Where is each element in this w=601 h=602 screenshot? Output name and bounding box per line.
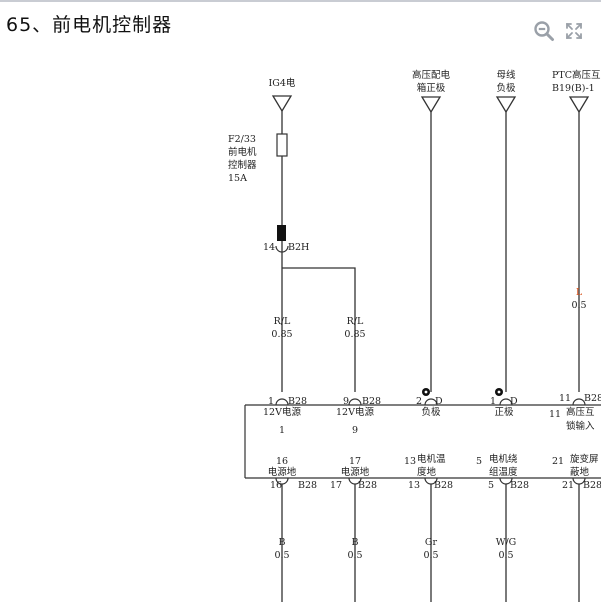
connector-b2h-pin: 14 <box>263 242 275 253</box>
top-border <box>0 0 601 2</box>
zoom-out-button[interactable] <box>533 20 555 42</box>
pin-connector: B28 <box>434 480 453 491</box>
pin-number: 16 <box>270 480 282 491</box>
source-busbar-line2: 负极 <box>496 82 516 94</box>
pin-function: 负极 <box>421 406 441 418</box>
pin-number: 21 <box>562 480 574 491</box>
pin-function: 锁输入 <box>566 420 595 432</box>
pin-number: 17 <box>330 480 342 491</box>
source-symbol-ptc <box>568 96 590 114</box>
pin-connector: D <box>435 396 443 407</box>
pin-function: 旋变屏 <box>570 453 599 465</box>
wire-branch <box>282 267 356 392</box>
pin-function: 蔽地 <box>570 466 590 478</box>
pin-connector: B28 <box>583 480 601 491</box>
source-symbol-ig4 <box>271 95 293 113</box>
pin-number: 1 <box>268 396 274 407</box>
pin-number: 2 <box>416 396 422 407</box>
pin-index: 9 <box>352 425 358 436</box>
pin-connector: B28 <box>510 480 529 491</box>
pin-function: 度地 <box>417 466 437 478</box>
hv-terminal-mark <box>422 388 503 396</box>
wire-size-label: 0.5 <box>498 550 513 561</box>
fuse-symbol <box>276 133 288 157</box>
pin-function: 正极 <box>494 406 514 418</box>
pin-number: 13 <box>408 480 420 491</box>
source-ptc-line1: PTC高压互 <box>552 69 601 81</box>
pin-function: 高压互 <box>566 406 595 418</box>
connector-b2h-block <box>277 225 286 241</box>
pin-index: 16 <box>276 456 288 467</box>
wire-color-label: B <box>352 537 359 548</box>
pin-index: 5 <box>476 456 482 467</box>
source-symbol-busbar <box>495 96 517 114</box>
source-ig4: IG4电 <box>269 77 296 89</box>
pin-number: 1 <box>490 396 496 407</box>
wire-size-label: 0.5 <box>274 550 289 561</box>
pin-function: 电机温 <box>417 453 446 465</box>
source-symbol-hv-dist <box>420 96 442 114</box>
pin-number: 11 <box>559 393 571 404</box>
pin-function: 12V电源 <box>336 406 374 418</box>
fullscreen-icon <box>566 23 582 39</box>
pin-number: 9 <box>343 396 349 407</box>
pin-connector: D <box>510 396 518 407</box>
zoom-out-icon <box>534 21 554 41</box>
pin-function: 电源地 <box>341 466 370 478</box>
wire-color-label: W/G <box>496 537 517 548</box>
pin-index: 13 <box>404 456 416 467</box>
wire-size-label: 0.5 <box>347 550 362 561</box>
fuse-desc-line2: 控制器 <box>228 159 257 171</box>
pin-index: 21 <box>552 456 564 467</box>
pin-function: 12V电源 <box>263 406 301 418</box>
pin-function: 电源地 <box>268 466 297 478</box>
source-hv-dist-line1: 高压配电 <box>412 69 451 81</box>
pin-index: 1 <box>279 425 285 436</box>
pin-connector: B28 <box>362 396 381 407</box>
connector-b2h-name: B2H <box>288 242 309 253</box>
wire-color-label: R/L <box>347 316 364 327</box>
fuse-rating: 15A <box>228 173 247 184</box>
pin-connector: B28 <box>358 480 377 491</box>
pin-index: 17 <box>349 456 361 467</box>
source-ptc-line2: B19(B)-1 <box>552 83 595 94</box>
page-title: 65、前电机控制器 <box>6 14 173 36</box>
wire-color-label: B <box>279 537 286 548</box>
wire-size-label: 0.85 <box>344 329 365 340</box>
fullscreen-button[interactable] <box>563 20 585 42</box>
pin-connector: B28 <box>288 396 307 407</box>
fuse-desc-line1: 前电机 <box>228 146 257 158</box>
pin-connector: B28 <box>298 480 317 491</box>
connector-b2h-arc <box>275 245 289 253</box>
wire-color-label: R/L <box>274 316 291 327</box>
wire-size-label: 0.85 <box>271 329 292 340</box>
pin-number: 5 <box>488 480 494 491</box>
pin-connector: B28 <box>584 393 601 404</box>
pin-index: 11 <box>549 409 561 420</box>
wire-size-label: 0.5 <box>423 550 438 561</box>
pin-function: 组温度 <box>489 466 518 478</box>
source-hv-dist-line2: 箱正极 <box>417 82 446 94</box>
pin-function: 电机绕 <box>489 453 518 465</box>
wire-size-label: 0.5 <box>571 300 586 311</box>
source-busbar-line1: 母线 <box>496 69 516 81</box>
fuse-id: F2/33 <box>228 134 256 145</box>
wire-color-label: Gr <box>425 537 438 548</box>
wire-color-label: L <box>576 287 583 298</box>
